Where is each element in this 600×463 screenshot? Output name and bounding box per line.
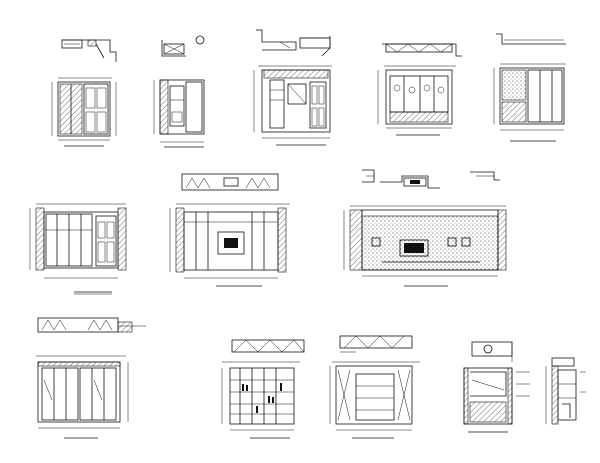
plan-view-11 bbox=[339, 335, 413, 353]
plan-view-1 bbox=[61, 39, 117, 62]
elevation-drawing-3 bbox=[253, 29, 332, 146]
elevation-drawing-2 bbox=[153, 35, 205, 148]
plan-view-8 bbox=[362, 169, 500, 189]
plan-view-9 bbox=[37, 317, 146, 333]
elevation-drawing-4 bbox=[377, 43, 462, 136]
plan-view-12 bbox=[471, 341, 513, 362]
elevation-drawing-1 bbox=[51, 39, 117, 147]
elevation-drawing-5 bbox=[493, 33, 566, 142]
elevation-drawing-7 bbox=[169, 173, 290, 287]
plan-view-7 bbox=[181, 173, 279, 191]
elevation-drawing-13 bbox=[545, 357, 586, 425]
plan-view-4 bbox=[382, 43, 462, 57]
plan-view-5 bbox=[496, 33, 566, 45]
elevation-drawing-9 bbox=[36, 317, 146, 439]
elevation-drawing-12 bbox=[463, 341, 530, 433]
elevation-drawing-6 bbox=[29, 203, 127, 295]
elevation-drawing-11 bbox=[329, 335, 420, 439]
plan-view-10 bbox=[231, 339, 305, 353]
plan-view-3 bbox=[256, 29, 331, 57]
plan-view-2 bbox=[161, 35, 205, 57]
elevation-drawing-8 bbox=[343, 169, 507, 287]
elevation-drawing-10 bbox=[221, 339, 305, 439]
